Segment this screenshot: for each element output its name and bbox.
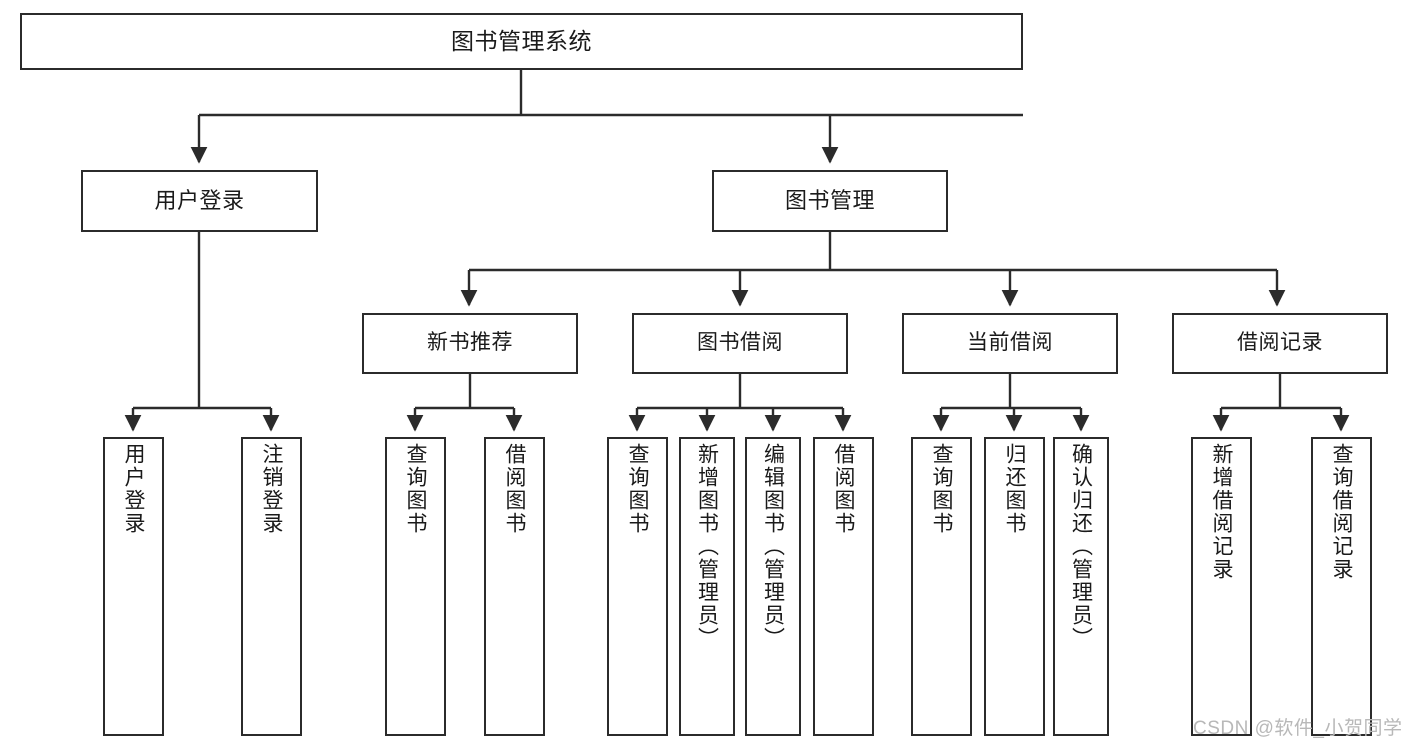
node-label: 查询图书 xyxy=(404,443,427,535)
node-label: 归还图书 xyxy=(1003,443,1026,535)
node-user-login-module[interactable]: 用户登录 xyxy=(81,170,318,232)
node-label: 注销登录 xyxy=(260,443,283,535)
node-leaf[interactable]: 编辑图书（管理员） xyxy=(745,437,801,736)
node-leaf[interactable]: 查询图书 xyxy=(607,437,668,736)
node-label: 新增图书（管理员） xyxy=(695,443,719,650)
node-book-borrowing[interactable]: 图书借阅 xyxy=(632,313,848,374)
node-label: 借阅图书 xyxy=(503,443,526,535)
node-leaf[interactable]: 查询图书 xyxy=(385,437,446,736)
node-leaf[interactable]: 新增图书（管理员） xyxy=(679,437,735,736)
node-leaf[interactable]: 用户登录 xyxy=(103,437,164,736)
node-label: 查询借阅记录 xyxy=(1330,443,1353,581)
node-leaf[interactable]: 借阅图书 xyxy=(813,437,874,736)
node-label: 确认归还（管理员） xyxy=(1069,443,1093,650)
node-label: 编辑图书（管理员） xyxy=(761,443,785,650)
node-root-system[interactable]: 图书管理系统 xyxy=(20,13,1023,70)
node-borrowing-records[interactable]: 借阅记录 xyxy=(1172,313,1388,374)
node-leaf[interactable]: 归还图书 xyxy=(984,437,1045,736)
node-current-borrowing[interactable]: 当前借阅 xyxy=(902,313,1118,374)
node-label: 查询图书 xyxy=(626,443,649,535)
node-label: 借阅图书 xyxy=(832,443,855,535)
node-leaf[interactable]: 查询图书 xyxy=(911,437,972,736)
node-label: 新书推荐 xyxy=(427,331,513,355)
node-label: 查询图书 xyxy=(930,443,953,535)
node-leaf[interactable]: 新增借阅记录 xyxy=(1191,437,1252,736)
node-label: 用户登录 xyxy=(154,188,245,214)
node-label: 当前借阅 xyxy=(967,331,1053,355)
node-label: 用户登录 xyxy=(122,443,145,535)
node-label: 图书借阅 xyxy=(697,331,783,355)
node-label: 借阅记录 xyxy=(1237,331,1323,355)
node-label: 图书管理系统 xyxy=(451,28,592,55)
node-leaf[interactable]: 注销登录 xyxy=(241,437,302,736)
node-leaf[interactable]: 确认归还（管理员） xyxy=(1053,437,1109,736)
node-leaf[interactable]: 查询借阅记录 xyxy=(1311,437,1372,736)
node-label: 新增借阅记录 xyxy=(1210,443,1233,581)
node-label: 图书管理 xyxy=(784,188,875,214)
node-book-management-module[interactable]: 图书管理 xyxy=(712,170,948,232)
node-leaf[interactable]: 借阅图书 xyxy=(484,437,545,736)
watermark-credit: CSDN @软件_小贺同学 xyxy=(1193,718,1403,739)
node-new-book-recommendation[interactable]: 新书推荐 xyxy=(362,313,578,374)
